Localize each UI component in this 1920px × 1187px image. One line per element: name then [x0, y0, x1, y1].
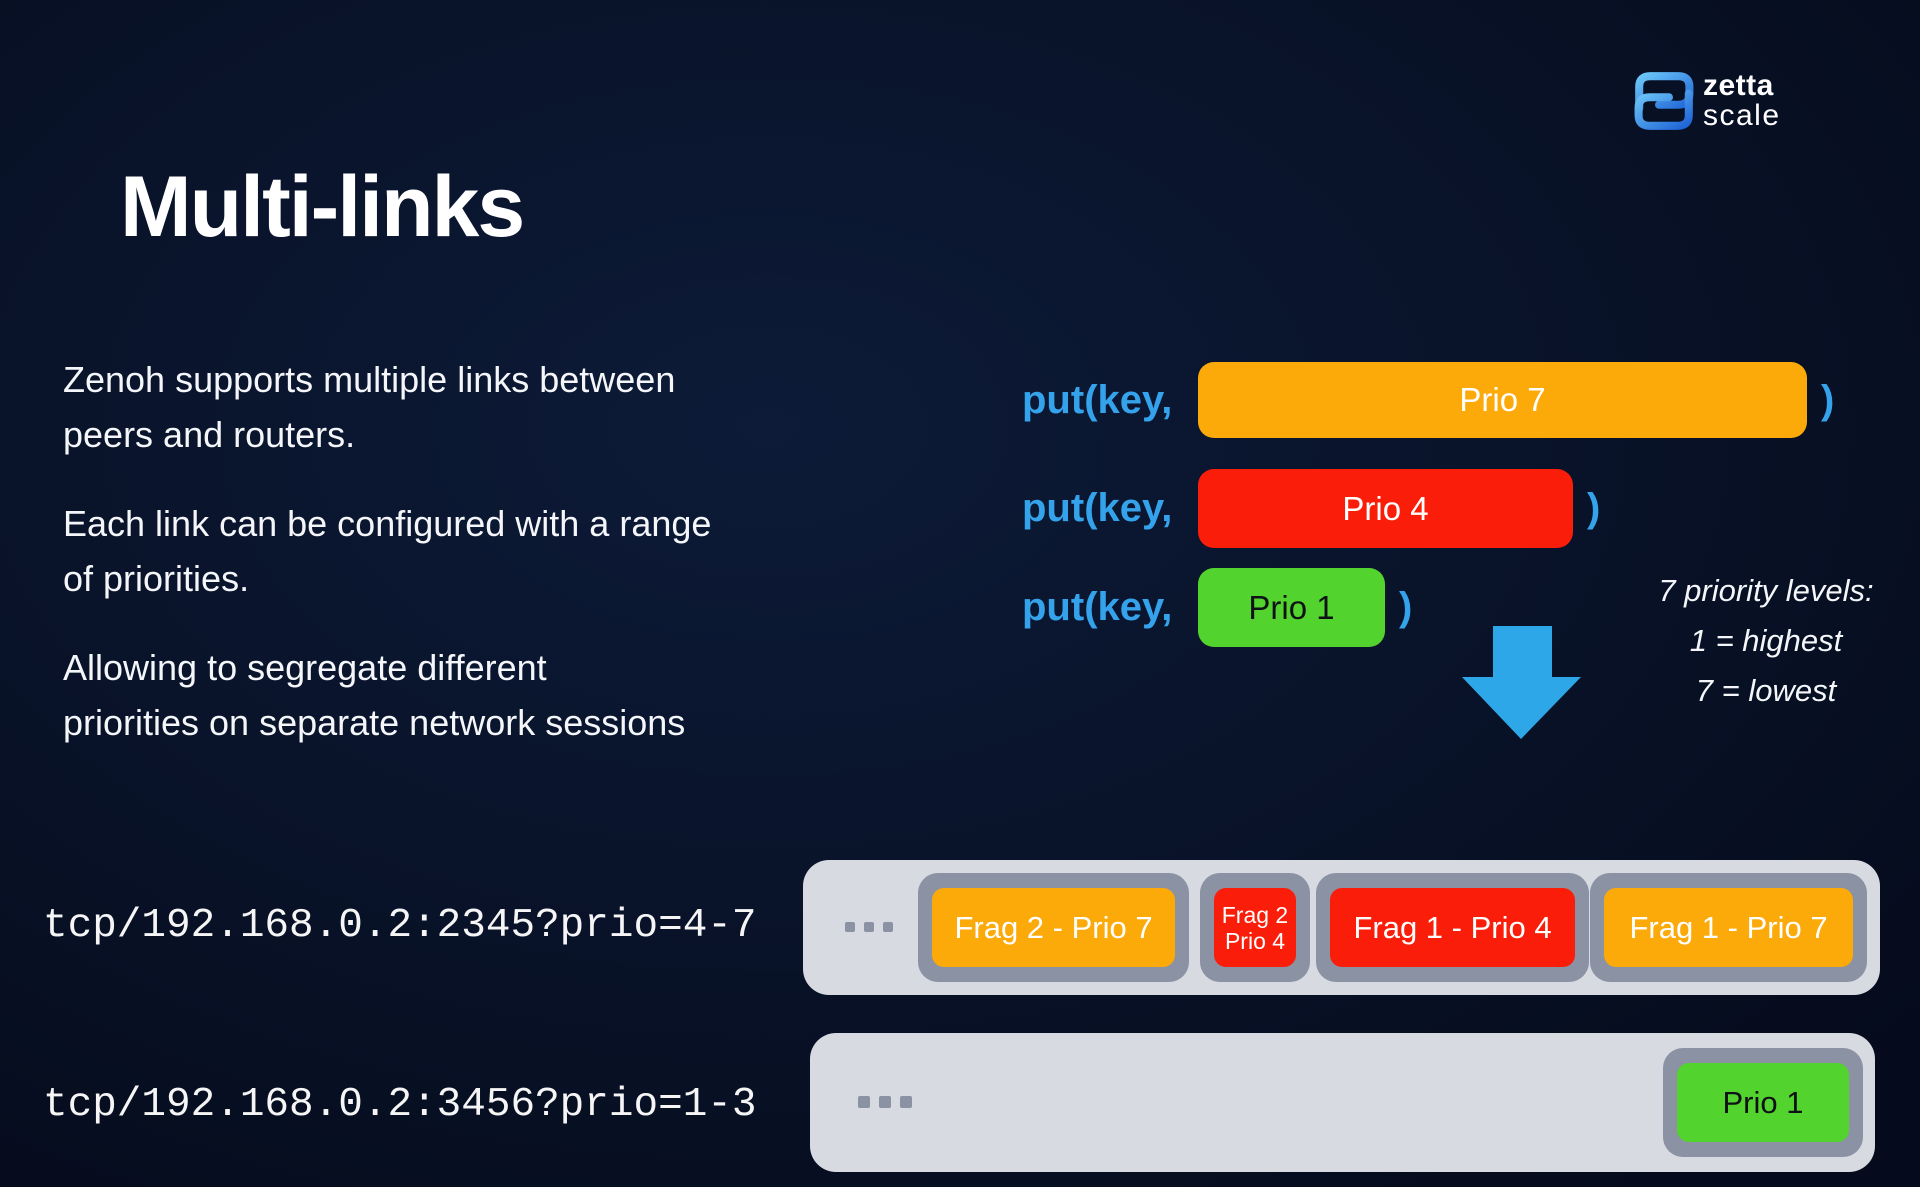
zettascale-logo-icon — [1634, 72, 1694, 130]
fragment-slot: Prio 1 — [1663, 1048, 1863, 1157]
paragraph-multiple-links: Zenoh supports multiple links between pe… — [63, 352, 763, 462]
put-close-paren: ) — [1399, 585, 1413, 629]
prio7-label: Prio 7 — [1459, 381, 1546, 418]
fragment-frag2-prio4: Frag 2 Prio 4 — [1214, 888, 1296, 967]
prio7-box: Prio 7 — [1198, 362, 1807, 438]
ellipsis-icon — [845, 922, 893, 932]
put-prefix: put(key, — [1022, 585, 1173, 629]
fragment-slot: Frag 2 Prio 4 — [1200, 873, 1310, 982]
fragment-frag1-prio7: Frag 1 - Prio 7 — [1604, 888, 1853, 967]
dot — [879, 1096, 891, 1108]
paragraph-line: of priorities. — [63, 558, 250, 599]
fragment-prio1: Prio 1 — [1677, 1063, 1849, 1142]
put-close-paren: ) — [1587, 486, 1601, 530]
logo-wordmark: zetta scale — [1703, 71, 1781, 131]
fragment-label-line: Prio 4 — [1224, 927, 1286, 954]
link-address-prio4-7: tcp/192.168.0.2:2345?prio=4-7 — [43, 903, 757, 949]
dot — [845, 922, 855, 932]
link-address-prio1-3: tcp/192.168.0.2:3456?prio=1-3 — [43, 1082, 757, 1128]
fragment-label: Frag 1 - Prio 4 — [1353, 909, 1552, 945]
paragraph-line: priorities on separate network sessions — [63, 702, 686, 743]
intro-paragraphs: Zenoh supports multiple links between pe… — [63, 352, 763, 784]
prio4-label: Prio 4 — [1342, 489, 1429, 527]
fragment-slot: Frag 2 - Prio 7 — [918, 873, 1189, 982]
page-title: Multi-links — [120, 159, 525, 255]
put-prefix: put(key, — [1022, 486, 1173, 530]
paragraph-link-priorities: Each link can be configured with a range… — [63, 496, 763, 606]
paragraph-line: peers and routers. — [63, 414, 356, 455]
fragment-label: Frag 2 - Prio 7 — [954, 909, 1153, 945]
fragment-frag1-prio4: Frag 1 - Prio 4 — [1330, 888, 1575, 967]
logo-word-scale: scale — [1703, 99, 1781, 132]
note-line: 1 = highest — [1689, 623, 1843, 658]
paragraph-segregate: Allowing to segregate different prioriti… — [63, 640, 763, 750]
zettascale-logo: zetta scale — [1633, 70, 1781, 132]
note-line: 7 = lowest — [1695, 673, 1837, 708]
fragment-label: Prio 1 — [1722, 1084, 1804, 1120]
put-close-paren: ) — [1821, 377, 1835, 422]
fragment-label-line: Frag 2 — [1221, 901, 1289, 928]
dot — [864, 922, 874, 932]
logo-word-zetta: zetta — [1703, 69, 1774, 102]
put-call-row-prio1: put(key, Prio 1 ) — [1022, 568, 1412, 647]
prio4-box: Prio 4 — [1198, 469, 1573, 548]
dot — [900, 1096, 912, 1108]
link-session-bar-prio1-3: Prio 1 — [810, 1033, 1875, 1172]
fragment-slot: Frag 1 - Prio 7 — [1590, 873, 1867, 982]
fragment-label: Frag 1 - Prio 7 — [1629, 909, 1828, 945]
note-line: 7 priority levels: — [1658, 573, 1874, 608]
link-session-bar-prio4-7: Frag 2 - Prio 7 Frag 2 Prio 4 Frag 1 - P… — [803, 860, 1880, 995]
put-call-row-prio4: put(key, Prio 4 ) — [1022, 469, 1600, 548]
fragment-frag2-prio7: Frag 2 - Prio 7 — [932, 888, 1175, 967]
paragraph-line: Each link can be configured with a range — [63, 503, 712, 544]
paragraph-line: Zenoh supports multiple links between — [63, 359, 676, 400]
put-call-row-prio7: put(key, Prio 7 ) — [1022, 362, 1834, 438]
priority-levels-note: 7 priority levels: 1 = highest 7 = lowes… — [1626, 566, 1906, 716]
dot — [858, 1096, 870, 1108]
dot — [883, 922, 893, 932]
down-arrow-icon — [1462, 626, 1581, 739]
ellipsis-icon — [858, 1096, 912, 1108]
fragment-slot: Frag 1 - Prio 4 — [1316, 873, 1589, 982]
prio1-label: Prio 1 — [1248, 588, 1335, 626]
paragraph-line: Allowing to segregate different — [63, 647, 547, 688]
put-prefix: put(key, — [1022, 377, 1173, 422]
prio1-box: Prio 1 — [1198, 568, 1385, 647]
